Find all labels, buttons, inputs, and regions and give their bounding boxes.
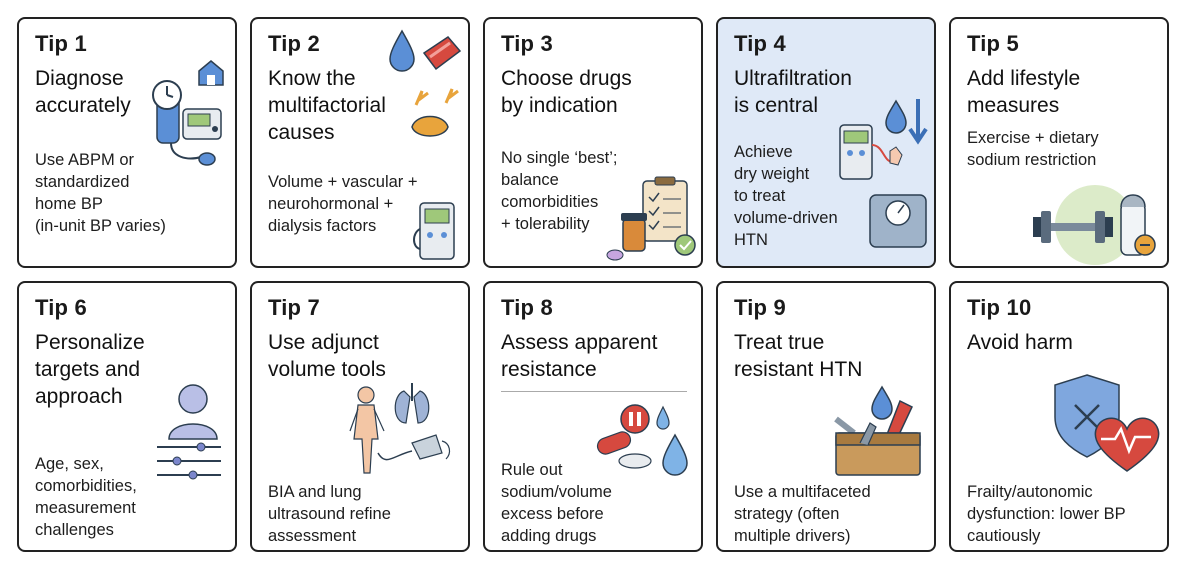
shield-heart-icon <box>1054 374 1160 472</box>
body-lungs-ultrasound-icon <box>349 383 451 474</box>
dialysis-device-icon <box>413 202 455 260</box>
toolbox-vessel-icon <box>834 385 921 476</box>
tip-number: Tip 2 <box>268 31 320 56</box>
tip-number: Tip 3 <box>501 31 553 56</box>
person-sliders-icon <box>157 384 221 480</box>
tip-number: Tip 4 <box>734 31 786 56</box>
tip-number: Tip 6 <box>35 295 87 320</box>
tip-number: Tip 8 <box>501 295 553 320</box>
tip-number: Tip 9 <box>734 295 786 320</box>
pill-pause-drop-icon <box>596 404 688 476</box>
dialysis-machine-scale-icon <box>839 99 928 248</box>
bp-monitor-home-icon <box>152 60 224 166</box>
blood-drop-vessel-kidney-icon <box>389 29 462 137</box>
tip-description: Volume + vascular +neurohormonal +dialys… <box>268 173 418 235</box>
tip-number: Tip 1 <box>35 31 87 56</box>
tip-number: Tip 7 <box>268 295 320 320</box>
tip-number: Tip 5 <box>967 31 1019 56</box>
clipboard-pills-icon <box>606 176 696 261</box>
tip-number: Tip 10 <box>967 295 1032 320</box>
divider <box>501 391 687 392</box>
dumbbell-salt-icon <box>1033 185 1156 265</box>
tip-title: Avoid harm <box>967 331 1073 354</box>
